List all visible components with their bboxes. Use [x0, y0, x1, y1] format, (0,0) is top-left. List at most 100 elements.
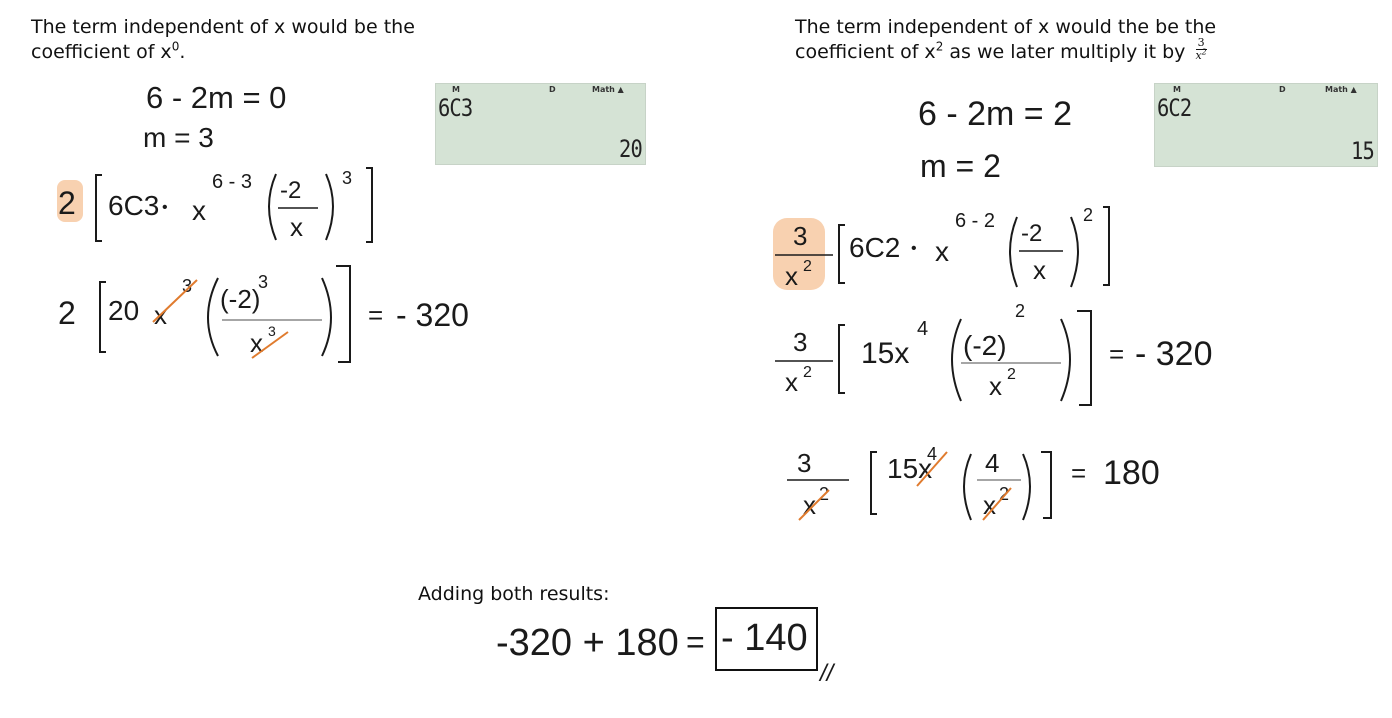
x-exponent: 3	[182, 276, 192, 296]
calc-degree-indicator: D	[549, 85, 556, 94]
bracket-close	[1103, 206, 1110, 286]
equals-sign: =	[1109, 339, 1124, 369]
variable-x: x	[192, 195, 206, 226]
denominator: x	[989, 371, 1002, 401]
paren-open	[951, 318, 962, 402]
calc-memory-indicator: M	[1173, 85, 1181, 94]
bracket-open	[99, 281, 106, 353]
fraction-denominator: x	[290, 212, 303, 242]
calc-degree-indicator: D	[1279, 85, 1286, 94]
right-step-equation: 6 - 2m = 2	[918, 95, 1073, 133]
fraction-numerator: -2	[280, 177, 301, 204]
variable-x: x	[935, 236, 949, 267]
paren-close	[1022, 453, 1031, 521]
fraction-numerator: -2	[1021, 220, 1042, 247]
paren-close	[1070, 216, 1079, 288]
numerator-exponent: 2	[1015, 301, 1025, 321]
equals-sign: =	[1071, 458, 1086, 488]
right-step-solution: m = 2	[920, 148, 1001, 184]
calc-math-indicator: Math ▲	[1325, 85, 1357, 94]
result-value: 180	[1103, 454, 1160, 492]
strike-x-den	[251, 331, 289, 359]
coefficient: 20	[108, 295, 139, 326]
strike-x	[916, 451, 948, 487]
bracket-open	[838, 324, 845, 394]
power: 3	[342, 168, 352, 188]
bracket-close	[336, 265, 351, 363]
left-intro-line2: coefficient of x0.	[31, 39, 186, 63]
coefficient: 15x	[861, 337, 909, 370]
right-final-expression: 3 x 2 15x 4 4 x 2 = 180	[787, 444, 1160, 521]
bracket-close	[1077, 310, 1092, 406]
denominator: x	[250, 328, 263, 358]
right-intro-text: The term independent of x would the be t…	[795, 15, 1216, 65]
multiply-dot: •	[911, 240, 917, 257]
paren-open	[1009, 216, 1018, 288]
calc-result: 20	[619, 135, 643, 163]
left-simplified-expression: 2 20 x 3 (-2) 3 x 3 = - 320	[58, 265, 469, 363]
numerator: (-2)	[220, 284, 260, 314]
exponent: 6 - 2	[955, 210, 995, 232]
left-intro-text: The term independent of x would be the c…	[31, 15, 415, 65]
multiplier-numerator: 3	[793, 221, 807, 251]
summary-label: Adding both results:	[418, 583, 610, 605]
result-value: - 320	[1135, 335, 1213, 373]
calc-expression: 6C2	[1157, 94, 1192, 122]
multiplier-denominator: x	[785, 367, 798, 397]
multiplier-numerator: 3	[797, 448, 811, 478]
multiply-dot: •	[162, 199, 168, 216]
left-step-solution: m = 3	[143, 122, 214, 153]
numerator: 4	[985, 448, 999, 478]
binomial-coefficient: 6C2	[849, 232, 900, 263]
calc-result: 15	[1351, 137, 1375, 165]
summary-equals: =	[686, 624, 705, 660]
calc-math-indicator: Math ▲	[592, 85, 624, 94]
final-answer: - 140	[721, 617, 808, 659]
denominator-exponent: 2	[1007, 366, 1016, 383]
end-mark: //	[820, 660, 834, 687]
paren-open	[268, 173, 277, 241]
left-bracket-close	[366, 167, 373, 243]
multiplier: 2	[58, 185, 76, 221]
calc-memory-indicator: M	[452, 85, 460, 94]
denominator-exponent: 2	[999, 484, 1009, 504]
bracket-open	[870, 451, 877, 515]
highlight-multiplier	[57, 180, 83, 222]
multiplier-numerator: 3	[793, 327, 807, 357]
right-simplified-expression: 3 x 2 15x 4 (-2) 2 x 2 = - 320	[775, 301, 1213, 406]
bracket-open	[838, 224, 845, 284]
equals-sign: =	[368, 300, 383, 330]
answer-box: - 140	[715, 607, 818, 671]
strike-x-den2	[982, 487, 1012, 521]
result-value: - 320	[396, 297, 469, 333]
paren-close	[325, 173, 334, 241]
left-intro-line1: The term independent of x would be the	[31, 16, 415, 38]
binomial-coefficient: 6C3	[108, 190, 159, 221]
strike-x-den	[798, 489, 830, 521]
multiplier-den-exponent: 2	[803, 258, 812, 275]
multiplier-denominator: x	[785, 261, 798, 291]
right-expansion-expression: 3 x 2 6C2 • x 6 - 2 -2 x 2	[775, 205, 1110, 291]
paren-open	[963, 453, 972, 521]
coefficient: 15x	[887, 453, 932, 484]
x-exponent: 4	[927, 444, 937, 464]
numerator: (-2)	[963, 330, 1007, 361]
numerator-exponent: 3	[258, 272, 268, 292]
right-intro-line2: coefficient of x2 as we later multiply i…	[795, 36, 1207, 64]
right-intro-line1: The term independent of x would the be t…	[795, 16, 1217, 38]
exponent: 6 - 3	[212, 171, 252, 193]
left-expansion-expression: 2 6C3 • x 6 - 3 -2 x 3	[58, 167, 373, 243]
denominator-exponent: 3	[268, 323, 276, 339]
paren-open	[207, 277, 219, 357]
left-calculator-display: M D Math ▲ 6C3 20	[435, 83, 646, 165]
summary-expression: -320 + 180	[496, 622, 679, 664]
power: 2	[1083, 205, 1093, 225]
multiplier-den-exponent: 2	[803, 364, 812, 381]
x-exponent: 4	[917, 318, 928, 340]
right-calculator-display: M D Math ▲ 6C2 15	[1154, 83, 1378, 167]
calc-expression: 6C3	[438, 94, 473, 122]
multiplier: 2	[58, 295, 76, 331]
highlight-multiplier	[773, 218, 825, 290]
denominator: x	[983, 490, 996, 520]
